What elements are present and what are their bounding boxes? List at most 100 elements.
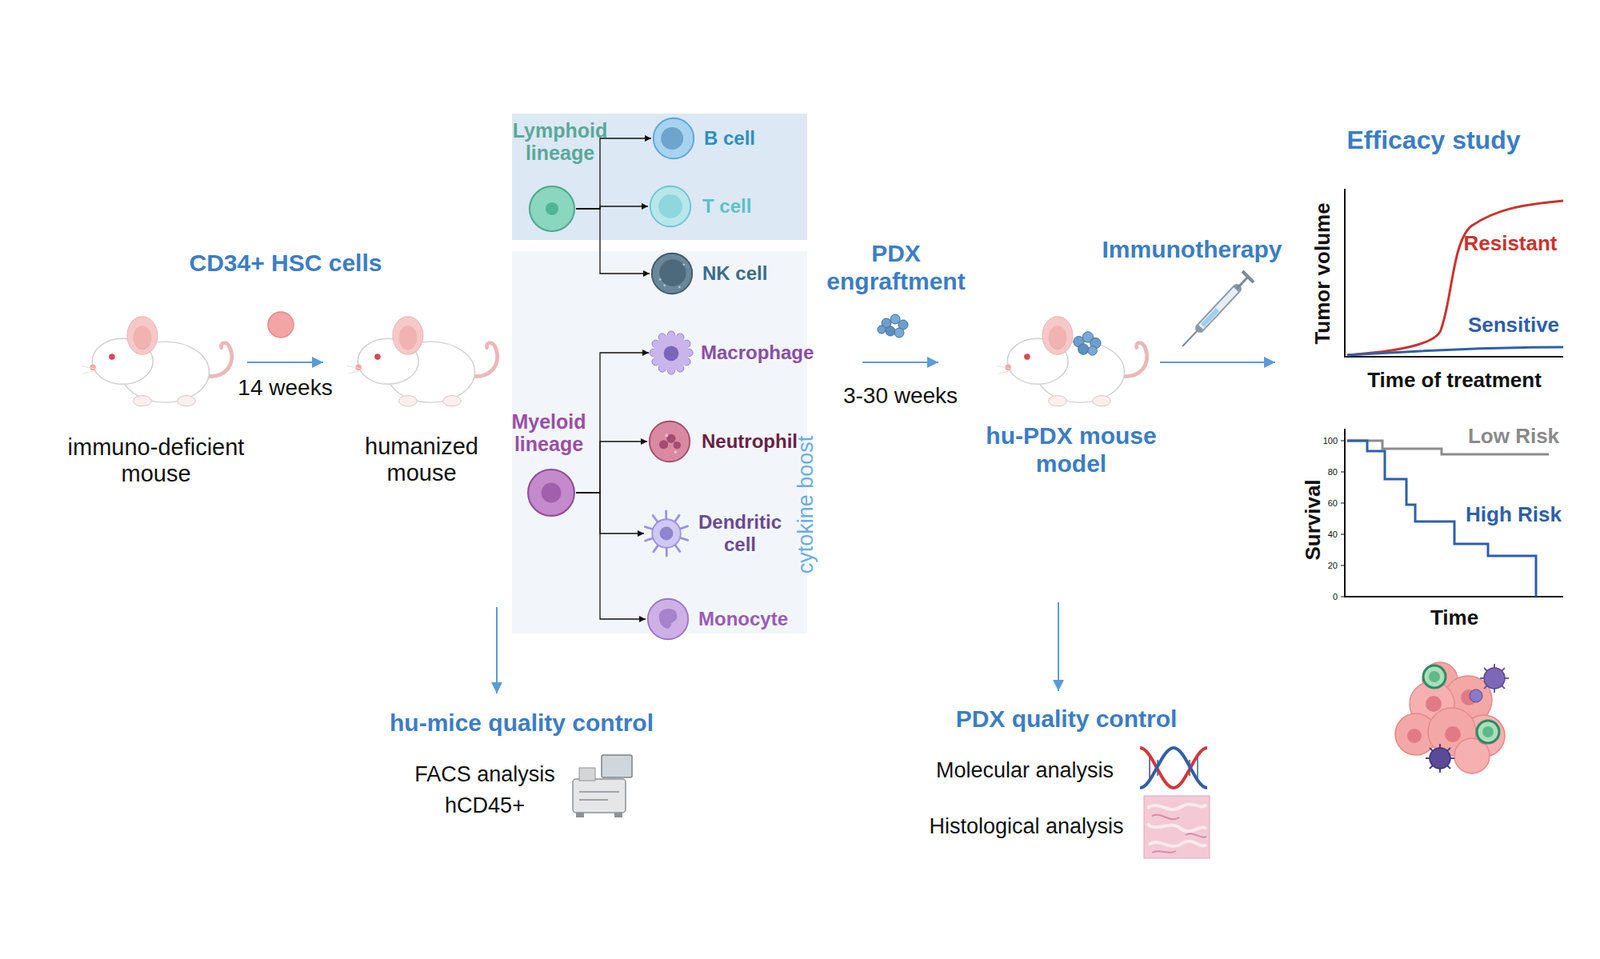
cell-node: Monocyte [645, 596, 691, 642]
mouse-illustration [1078, 344, 1089, 355]
annotation-label: Histological analysis [928, 814, 1124, 840]
axis-tick-label: 0 [1332, 592, 1338, 603]
annotation-label: Time of treatment [1367, 368, 1542, 393]
axis-title: Tumor volume [1311, 202, 1336, 344]
syringe-icon [1242, 271, 1254, 283]
annotation-label: hu-mice quality control [389, 709, 654, 738]
survival-chart [1340, 428, 1564, 597]
dna-icon [1140, 748, 1208, 788]
dna-icon [1140, 748, 1208, 788]
cell-node: B cell [651, 116, 696, 161]
axis-tick-label: 100 [1323, 436, 1338, 447]
mouse-illustration [127, 316, 158, 356]
cell-illustration [673, 441, 681, 449]
syringe-icon [1200, 288, 1237, 328]
tumor-immune-illustration [1428, 671, 1440, 683]
mouse-illustration [1088, 346, 1097, 356]
syringe-icon [1182, 271, 1254, 347]
mouse-illustration [345, 302, 498, 415]
survival-chart [1340, 440, 1345, 597]
axis-tick-label: 60 [1328, 498, 1338, 509]
mouse-node: immuno-deficient mouse [80, 302, 232, 415]
cell-node: Macrophage [648, 330, 694, 376]
histology-image [1147, 824, 1207, 832]
lineage-connector [576, 441, 648, 493]
edge-label: 14 weeks [237, 375, 332, 401]
node-label: Lymphoid lineage [500, 119, 620, 166]
cell-illustration [660, 527, 674, 541]
cell-illustration [658, 194, 683, 219]
mouse-illustration [1092, 396, 1112, 407]
cell-illustration [644, 511, 689, 556]
cell-illustration [648, 330, 694, 376]
treatment-arrow [1160, 362, 1276, 364]
cell-illustration [663, 284, 666, 288]
axis-tick-label: 40 [1328, 529, 1338, 540]
facs-icon [601, 755, 632, 778]
edge-label: 3-30 weeks [843, 383, 958, 409]
cell-node: Dendritic cell [644, 511, 689, 556]
node-label: B cell [704, 127, 756, 150]
tumor-immune-illustration [1423, 665, 1446, 688]
mouse-illustration [133, 325, 152, 350]
dna-icon [1140, 748, 1208, 788]
histology-image [1147, 804, 1207, 810]
tumor-immune-illustration [1444, 726, 1461, 743]
mouse-illustration [133, 396, 152, 407]
tumor-immune-illustration [1476, 720, 1500, 744]
cell-illustration [659, 608, 678, 629]
annotation-label: Low Risk [1468, 424, 1560, 449]
annotation-label: Efficacy study [1347, 125, 1521, 156]
tumor-immune-illustration [1482, 726, 1494, 738]
pdx-tumor-fragment [894, 328, 904, 338]
lineage-connector [576, 352, 649, 493]
quality-arrow [496, 602, 1059, 694]
annotation-label: High Risk [1465, 503, 1562, 528]
pdx-tumor-fragment [877, 325, 886, 334]
facs-icon [572, 755, 632, 818]
cell-illustration [653, 335, 690, 372]
lineage-connector [576, 138, 652, 209]
mouse-illustration [443, 396, 462, 407]
tumor-immune-illustration [1407, 728, 1422, 744]
survival-chart [1344, 428, 1564, 597]
cell-illustration [659, 259, 687, 287]
mouse-illustration [399, 325, 418, 350]
cell-illustration [652, 519, 680, 548]
facs-icon [579, 791, 620, 793]
mouse-illustration [399, 396, 418, 407]
cell-illustration [683, 263, 686, 266]
mouse-illustration [995, 302, 1148, 415]
facs-icon [576, 812, 584, 818]
mouse-illustration [996, 366, 1012, 375]
node-label: T cell [702, 195, 752, 218]
histology-image [1148, 841, 1207, 847]
mouse-illustration [177, 396, 196, 407]
annotation-label: FACS analysis [414, 762, 556, 788]
tumor-immune-illustration [1425, 744, 1455, 773]
cell-illustration [528, 184, 576, 233]
cell-illustration [660, 127, 684, 150]
tumor-immune-illustration [1425, 696, 1442, 712]
axis-tick-label: 20 [1328, 560, 1338, 572]
cell-illustration [652, 253, 692, 294]
lineage-connector [576, 492, 646, 620]
node-label: NK cell [702, 262, 768, 285]
cell-illustration [659, 440, 668, 449]
mouse-node: humanized mouse [345, 302, 498, 415]
mouse-node: hu-PDX mouse model [995, 302, 1148, 415]
syringe-icon [1236, 276, 1248, 289]
cell-illustration [541, 483, 562, 504]
tumor-growth-chart [1344, 188, 1564, 357]
quality-arrow [496, 607, 498, 694]
cell-node: T cell [648, 184, 693, 229]
tumor-growth-chart [1344, 188, 1564, 357]
tumor-immune-illustration [1395, 662, 1509, 774]
cell-illustration [650, 186, 691, 227]
cell-illustration [674, 450, 678, 454]
tumor-growth-chart [1347, 200, 1564, 356]
treatment-arrow [1160, 361, 1276, 364]
tumor-immune-illustration [1480, 664, 1509, 693]
